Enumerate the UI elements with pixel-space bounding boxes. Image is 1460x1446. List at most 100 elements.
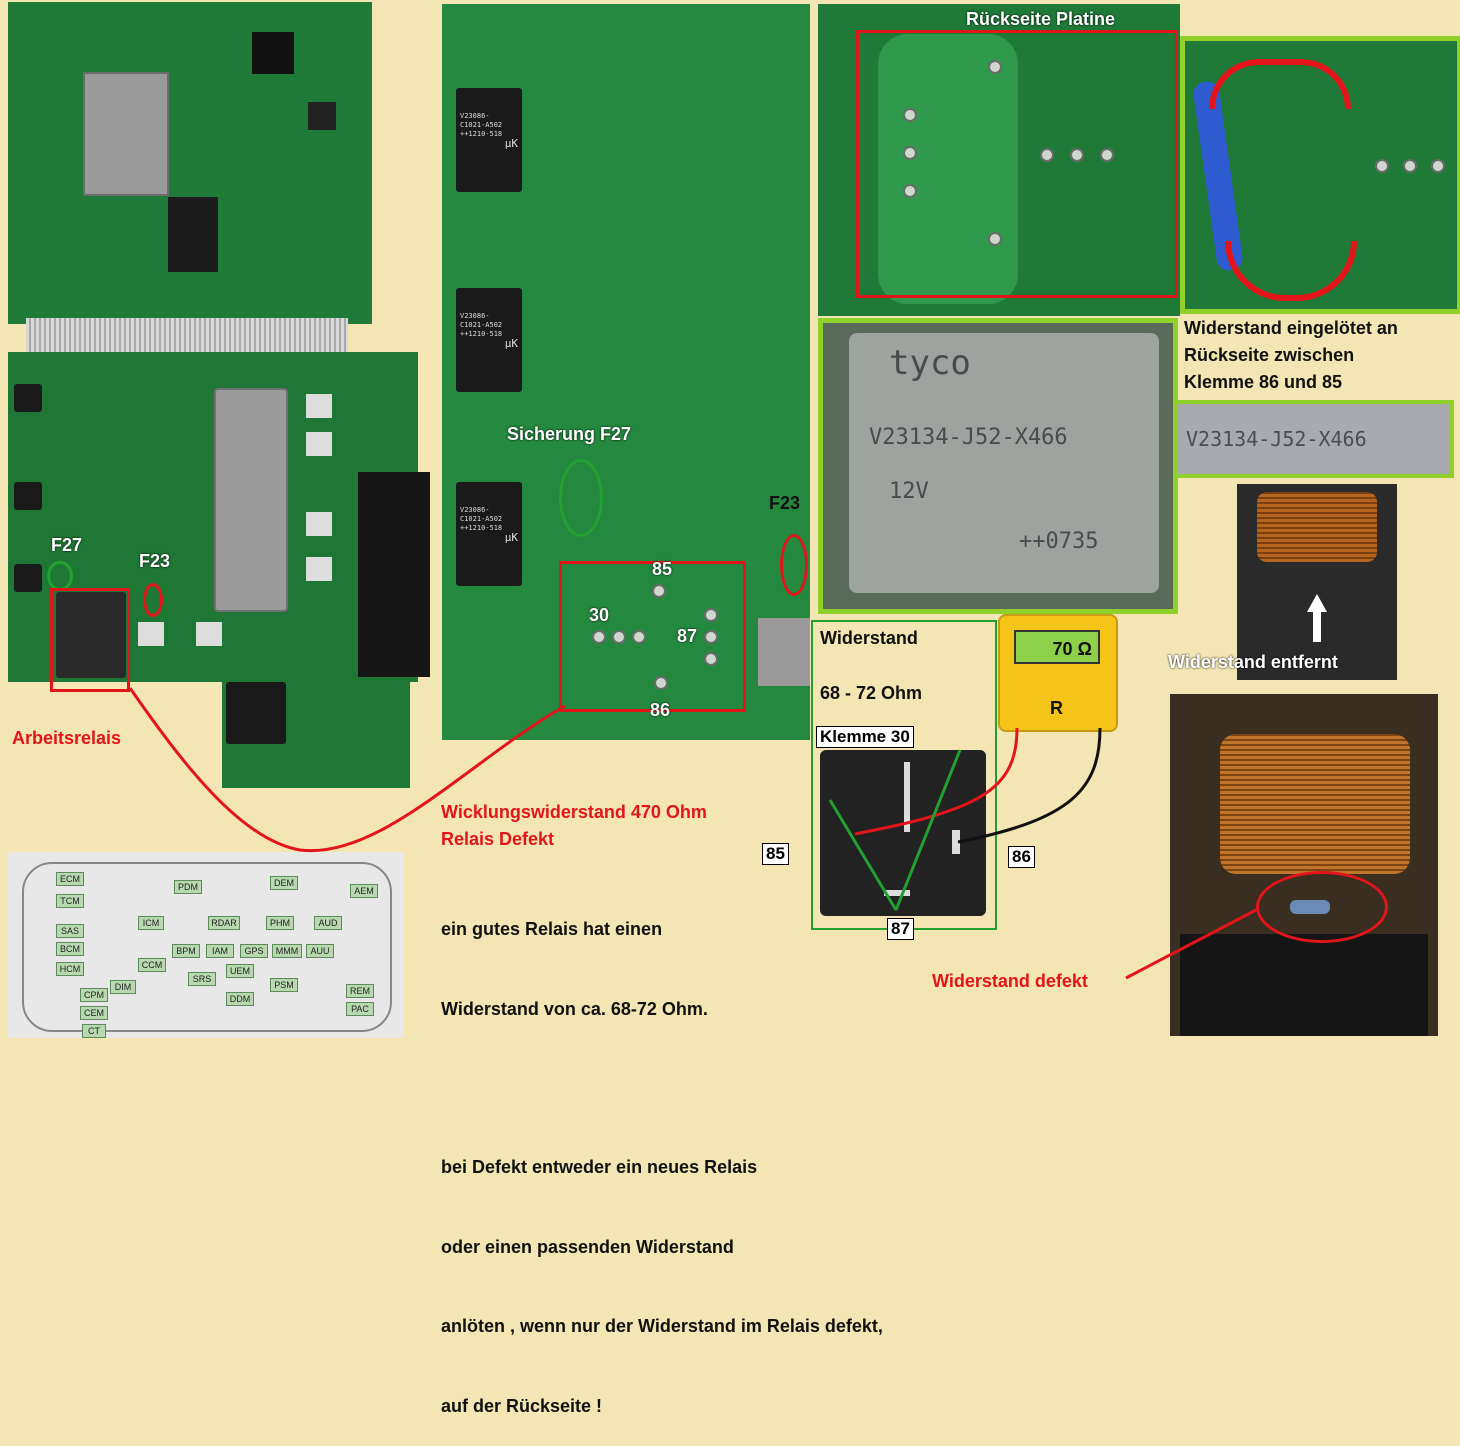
pin-86-label: 86 bbox=[650, 700, 671, 720]
tyco-brand: tyco bbox=[889, 343, 971, 383]
rueckseite-photo bbox=[818, 4, 1180, 316]
pad bbox=[988, 232, 1002, 246]
print-strip: V23134-J52-X466 bbox=[1174, 400, 1454, 478]
fuse-box bbox=[306, 432, 332, 456]
body-line-6: anlöten , wenn nur der Widerstand im Rel… bbox=[441, 1316, 883, 1336]
connector-small bbox=[168, 197, 218, 272]
body-line-4: bei Defekt entweder ein neues Relais bbox=[441, 1157, 758, 1177]
body-line-1: ein gutes Relais hat einen bbox=[441, 919, 663, 939]
resistor-defect-ellipse bbox=[1256, 871, 1388, 943]
rueckseite-box bbox=[856, 30, 1178, 298]
relay-top: V23086- C1021-A502 ++1210-518 μK bbox=[456, 88, 522, 192]
arrow-up-icon bbox=[1307, 594, 1327, 612]
connector bbox=[83, 72, 169, 196]
pad-85 bbox=[652, 584, 666, 598]
pin-86 bbox=[952, 830, 960, 854]
body-line-5: oder einen passenden Widerstand bbox=[441, 1236, 734, 1257]
rueckseite-label: Rückseite Platine bbox=[966, 9, 1116, 29]
relay-line1: V23086- bbox=[460, 112, 490, 120]
arbeitsrelais-label: Arbeitsrelais bbox=[12, 728, 122, 748]
node-aem: AEM bbox=[350, 884, 378, 898]
eingeloetet-line2: Rückseite zwischen bbox=[1184, 345, 1355, 365]
wicklung-line2: Relais Defekt bbox=[441, 829, 555, 849]
fuse-box bbox=[196, 622, 222, 646]
eingeloetet-text: Widerstand eingelötet an Rückseite zwisc… bbox=[1184, 315, 1398, 396]
f23-mid-circle bbox=[780, 534, 808, 596]
pin-30 bbox=[904, 762, 910, 832]
sicherung-label: Sicherung F27 bbox=[507, 424, 632, 444]
pin-87 bbox=[884, 890, 910, 896]
pad-86 bbox=[654, 676, 668, 690]
probe-black bbox=[957, 727, 1102, 844]
node-bcm: BCM bbox=[56, 942, 84, 956]
node-iam: IAM bbox=[206, 944, 234, 958]
green-line-right bbox=[894, 749, 962, 911]
node-ecm: ECM bbox=[56, 872, 84, 886]
pad bbox=[1100, 148, 1114, 162]
relay-line2: C1021-A502 bbox=[460, 121, 503, 129]
relay-print: V23086- C1021-A502 ++1210-518 μK bbox=[456, 88, 522, 152]
sicherung-circle bbox=[559, 459, 603, 537]
relay-bottom-view bbox=[820, 750, 986, 916]
node-ct: CT bbox=[82, 1024, 106, 1038]
arrow-shaft bbox=[1313, 612, 1321, 642]
eingeloetet-line3: Klemme 86 und 85 bbox=[1184, 372, 1343, 392]
widerstand-entfernt-label: Widerstand entfernt bbox=[1168, 652, 1338, 672]
relay-print: V23086- C1021-A502 ++1210-518 μK bbox=[456, 288, 522, 352]
connector-gray bbox=[214, 388, 288, 612]
relay-line3: ++1210-518 bbox=[460, 130, 503, 138]
pad-87 bbox=[704, 608, 718, 622]
soldered-resistor-photo bbox=[1180, 36, 1460, 314]
relay-brand: μK bbox=[504, 531, 518, 544]
node-dem: DEM bbox=[270, 876, 298, 890]
klemme30-label: Klemme 30 bbox=[816, 726, 914, 748]
relay-line3: ++1210-518 bbox=[460, 524, 503, 532]
node-phm: PHM bbox=[266, 916, 294, 930]
pad-87b bbox=[704, 630, 718, 644]
arbeitsrelais-box bbox=[50, 588, 130, 692]
relay bbox=[14, 482, 42, 510]
fuse-box bbox=[306, 394, 332, 418]
pad-30b bbox=[612, 630, 626, 644]
node-uem: UEM bbox=[226, 964, 254, 978]
relay-line3: ++1210-518 bbox=[460, 330, 503, 338]
relay-brand: μK bbox=[504, 337, 518, 350]
relay-case: tyco V23134-J52-X466 12V ++0735 bbox=[849, 333, 1159, 593]
network-diagram: ECM TCM SAS BCM HCM CPM CEM CT DIM PDM D… bbox=[8, 852, 404, 1038]
print-strip-text: V23134-J52-X466 bbox=[1186, 427, 1367, 451]
pad bbox=[1375, 159, 1389, 173]
range-label: 68 - 72 Ohm bbox=[820, 683, 923, 703]
relay bbox=[14, 384, 42, 412]
multimeter: 70 Ω R bbox=[998, 614, 1118, 732]
node-srs: SRS bbox=[188, 972, 216, 986]
pinout-box bbox=[559, 561, 746, 712]
node-ccm: CCM bbox=[138, 958, 166, 972]
pin87-box: 87 bbox=[887, 918, 914, 940]
node-rem: REM bbox=[346, 984, 374, 998]
relay bbox=[56, 592, 126, 678]
node-pdm: PDM bbox=[174, 880, 202, 894]
node-ddm: DDM bbox=[226, 992, 254, 1006]
node-auu: AUU bbox=[306, 944, 334, 958]
pad bbox=[1070, 148, 1084, 162]
pad bbox=[1431, 159, 1445, 173]
arbeitsrelais-connector-line bbox=[128, 687, 566, 853]
node-aud: AUD bbox=[314, 916, 342, 930]
node-tcm: TCM bbox=[56, 894, 84, 908]
pad bbox=[988, 60, 1002, 74]
meter-value: 70 Ω bbox=[1052, 639, 1092, 659]
node-psm: PSM bbox=[270, 978, 298, 992]
relay-line2: C1021-A502 bbox=[460, 515, 503, 523]
meter-mode: R bbox=[1050, 698, 1063, 718]
fuse-box bbox=[138, 622, 164, 646]
relay bbox=[226, 682, 286, 744]
node-sas: SAS bbox=[56, 924, 84, 938]
pin-30-label: 30 bbox=[589, 605, 610, 625]
pad bbox=[1040, 148, 1054, 162]
pad bbox=[1403, 159, 1417, 173]
pin-87-label: 87 bbox=[677, 626, 698, 646]
pcb-photo-bottom bbox=[8, 352, 430, 682]
coil-removed-photo bbox=[1237, 484, 1397, 680]
relay-line2: C1021-A502 bbox=[460, 321, 503, 329]
coil bbox=[1220, 734, 1410, 874]
